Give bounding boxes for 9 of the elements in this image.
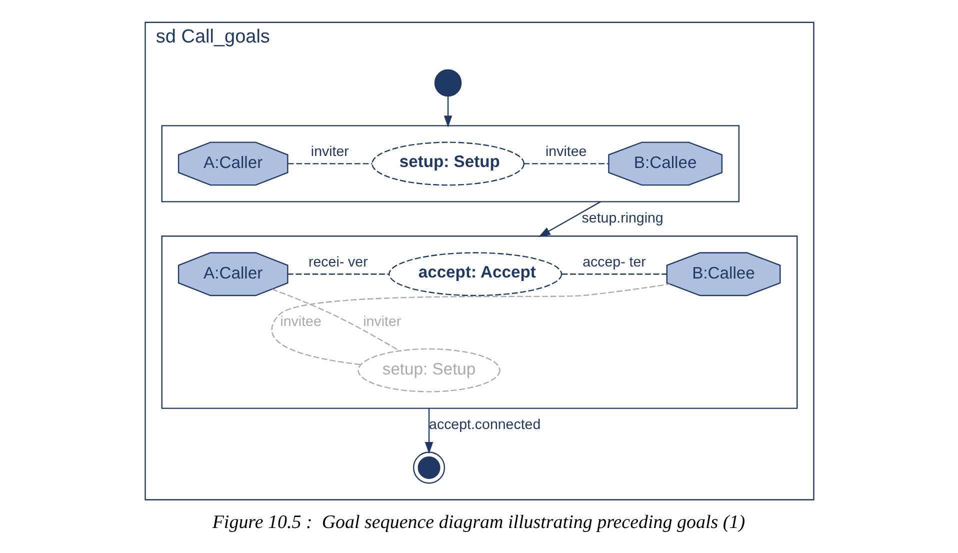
- edge-label: invitee: [545, 144, 586, 160]
- edge-label: inviter: [362, 314, 401, 330]
- edge-label: setup.ringing: [581, 210, 663, 227]
- caption: Figure 10.5 : Goal sequence diagram illustrating preceding goals (1): [212, 512, 745, 533]
- edge-label: invitee: [280, 314, 321, 330]
- edge-label: accep- ter: [582, 254, 646, 271]
- edge-label: recei- ver: [308, 254, 368, 271]
- edge-label: inviter: [310, 144, 348, 160]
- edge-label: accept.connected: [428, 417, 540, 434]
